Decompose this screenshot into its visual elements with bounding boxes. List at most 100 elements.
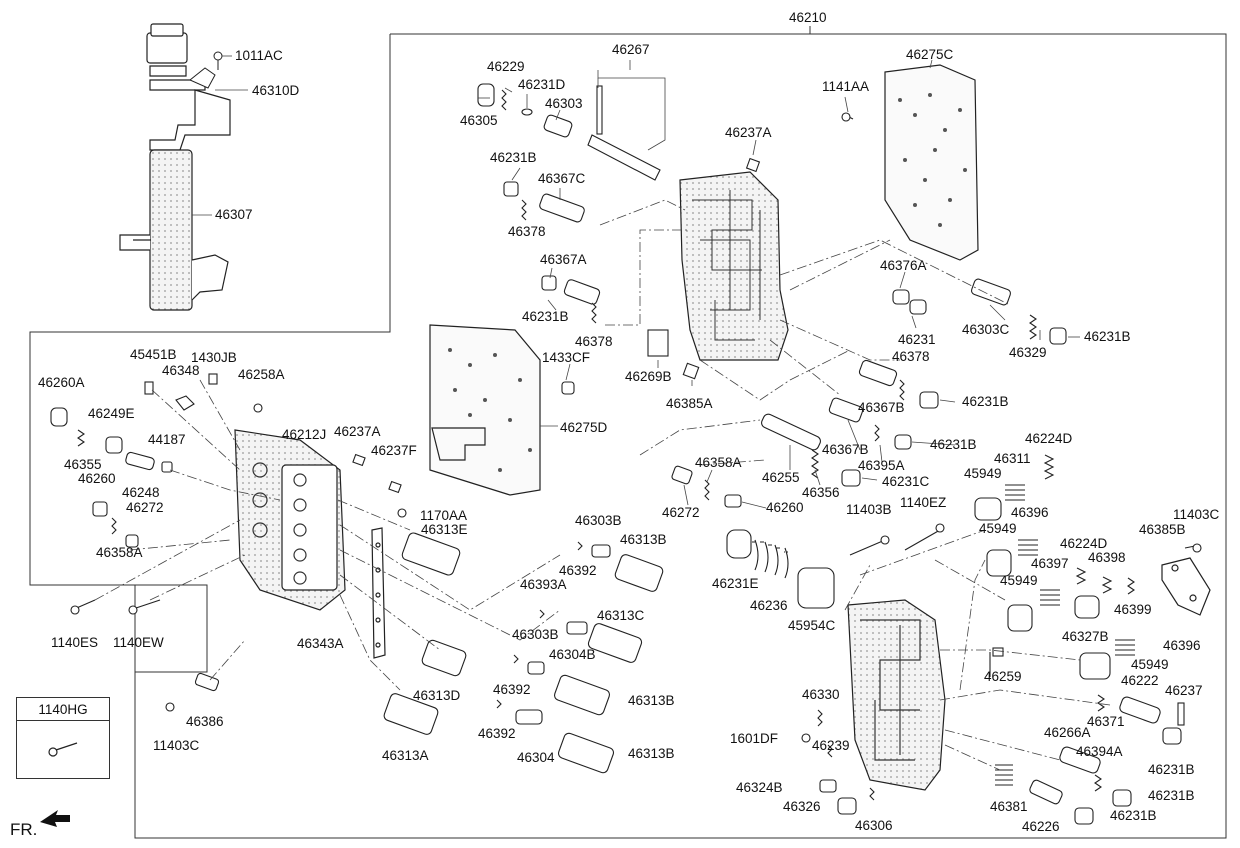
part-label-46248: 46248 bbox=[122, 485, 160, 500]
upper-valve-body bbox=[679, 171, 789, 361]
part-label-46231B-c: 46231B bbox=[1084, 329, 1131, 344]
part-label-46260-left: 46260 bbox=[78, 471, 116, 486]
part-label-46313A: 46313A bbox=[382, 748, 429, 763]
part-label-11403B: 11403B bbox=[846, 502, 892, 517]
part-label-46394A: 46394A bbox=[1076, 744, 1123, 759]
part-label-46305: 46305 bbox=[460, 113, 498, 128]
part-label-46306: 46306 bbox=[855, 818, 893, 833]
part-label-1433CF: 1433CF bbox=[542, 350, 591, 365]
part-label-46231B-f: 46231B bbox=[1148, 762, 1195, 777]
part-label-46356: 46356 bbox=[802, 485, 840, 500]
part-label-46324B: 46324B bbox=[736, 780, 783, 795]
part-label-46395A: 46395A bbox=[858, 458, 905, 473]
part-label-46255: 46255 bbox=[762, 470, 800, 485]
legend-box-body bbox=[17, 721, 109, 778]
solenoid-valve-body bbox=[234, 429, 346, 611]
part-label-46385B: 46385B bbox=[1139, 522, 1186, 537]
part-label-46267: 46267 bbox=[612, 42, 650, 57]
front-label: FR. bbox=[10, 820, 38, 839]
part-label-46303B-a: 46303B bbox=[575, 513, 622, 528]
part-label-46392-b: 46392 bbox=[493, 682, 531, 697]
part-label-46231: 46231 bbox=[898, 332, 936, 347]
part-label-46397: 46397 bbox=[1031, 556, 1069, 571]
part-label-45949-c: 45949 bbox=[1000, 573, 1038, 588]
part-label-1011AC: 1011AC bbox=[235, 48, 283, 63]
leader-lines bbox=[94, 55, 1111, 771]
part-label-46307: 46307 bbox=[215, 207, 253, 222]
part-label-46237F: 46237F bbox=[371, 443, 417, 458]
part-label-46367C: 46367C bbox=[538, 171, 586, 186]
legend-box-title: 1140HG bbox=[17, 698, 109, 721]
part-label-46231E: 46231E bbox=[712, 576, 759, 591]
harness-bracket bbox=[189, 51, 223, 89]
part-label-46392-a: 46392 bbox=[559, 563, 597, 578]
part-label-46231B-d: 46231B bbox=[962, 394, 1009, 409]
part-label-46343A: 46343A bbox=[297, 636, 344, 651]
part-label-11403C-right: 11403C bbox=[1173, 507, 1220, 522]
part-label-46378-b: 46378 bbox=[575, 334, 613, 349]
part-label-45954C: 45954C bbox=[788, 618, 836, 633]
part-label-46303C: 46303C bbox=[962, 322, 1010, 337]
lower-valve-body bbox=[847, 599, 946, 791]
wiring-harness bbox=[119, 23, 231, 311]
part-label-46378-c: 46378 bbox=[892, 349, 930, 364]
part-label-46392-c: 46392 bbox=[478, 726, 516, 741]
part-label-46396-b: 46396 bbox=[1163, 638, 1201, 653]
part-label-1140EW: 1140EW bbox=[113, 635, 164, 650]
part-label-46212J: 46212J bbox=[282, 427, 327, 442]
part-label-46399: 46399 bbox=[1114, 602, 1152, 617]
part-label-46231B-h: 46231B bbox=[1110, 808, 1157, 823]
part-label-46367B-b: 46367B bbox=[822, 442, 869, 457]
part-label-45949-a: 45949 bbox=[964, 466, 1002, 481]
part-label-46313B-b: 46313B bbox=[628, 693, 675, 708]
part-label-44187: 44187 bbox=[148, 432, 186, 447]
part-label-46266A: 46266A bbox=[1044, 725, 1091, 740]
part-label-1141AA: 1141AA bbox=[822, 79, 870, 94]
separator-plate-46275C bbox=[884, 64, 979, 261]
harness-strip-46343A bbox=[371, 527, 386, 659]
part-label-46272-left: 46272 bbox=[126, 500, 164, 515]
part-label-46313E: 46313E bbox=[421, 522, 468, 537]
part-label-46313B-a: 46313B bbox=[620, 532, 667, 547]
part-label-46367B-a: 46367B bbox=[858, 400, 905, 415]
part-label-46358A-top: 46358A bbox=[695, 455, 742, 470]
part-label-46385A: 46385A bbox=[666, 396, 713, 411]
part-label-46396-a: 46396 bbox=[1011, 505, 1049, 520]
part-label-46260-mid: 46260 bbox=[766, 500, 804, 515]
part-label-46313C: 46313C bbox=[597, 608, 645, 623]
part-label-46222: 46222 bbox=[1121, 673, 1159, 688]
part-label-46237: 46237 bbox=[1165, 683, 1203, 698]
part-label-46224D-b: 46224D bbox=[1060, 536, 1108, 551]
front-arrow-icon bbox=[40, 810, 70, 827]
part-label-1140ES: 1140ES bbox=[51, 635, 99, 650]
legend-box: 1140HG bbox=[16, 697, 110, 779]
part-label-46313D: 46313D bbox=[413, 688, 461, 703]
part-label-46358A-left: 46358A bbox=[96, 545, 143, 560]
part-label-1140EZ: 1140EZ bbox=[900, 495, 947, 510]
small-components bbox=[43, 83, 1202, 825]
part-label-46275D: 46275D bbox=[560, 420, 608, 435]
part-label-46258A: 46258A bbox=[238, 367, 285, 382]
part-label-46231C: 46231C bbox=[882, 474, 930, 489]
part-label-45949-b: 45949 bbox=[979, 521, 1017, 536]
part-label-1170AA: 1170AA bbox=[420, 508, 468, 523]
part-label-46381: 46381 bbox=[990, 799, 1028, 814]
part-label-46367A: 46367A bbox=[540, 252, 587, 267]
part-label-46304B: 46304B bbox=[549, 647, 596, 662]
part-label-1601DF: 1601DF bbox=[730, 731, 779, 746]
part-label-46378-a: 46378 bbox=[508, 224, 546, 239]
part-label-46398: 46398 bbox=[1088, 550, 1126, 565]
part-label-46371: 46371 bbox=[1087, 714, 1125, 729]
part-label-46231B-b: 46231B bbox=[522, 309, 569, 324]
part-label-46237A-top: 46237A bbox=[725, 125, 772, 140]
part-label-1430JB: 1430JB bbox=[191, 350, 237, 365]
part-label-46303B-b: 46303B bbox=[512, 627, 559, 642]
part-label-46259: 46259 bbox=[984, 669, 1022, 684]
part-label-46231B-g: 46231B bbox=[1148, 788, 1195, 803]
part-label-46231B-a: 46231B bbox=[490, 150, 537, 165]
bracket-46385B bbox=[1161, 557, 1211, 616]
part-label-46313B-c: 46313B bbox=[628, 746, 675, 761]
separator-plate-46275D bbox=[429, 324, 541, 496]
bolt-icon bbox=[48, 742, 78, 757]
